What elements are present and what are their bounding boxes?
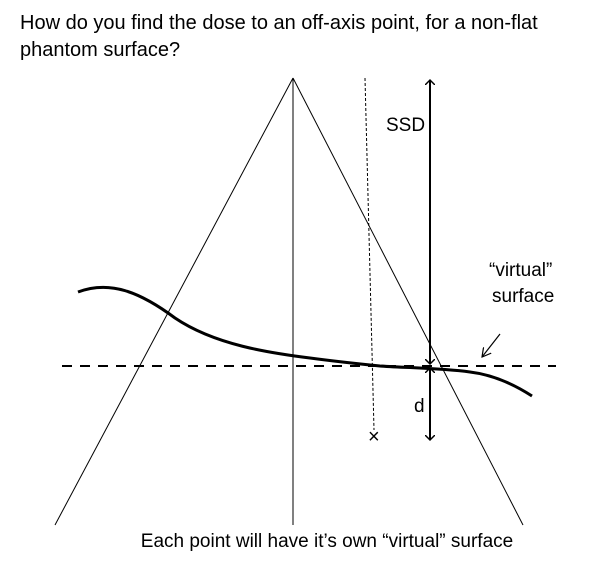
point-marker: × <box>368 426 380 448</box>
virtual-label-line1: “virtual” <box>489 260 552 281</box>
caption-text: Each point will have it’s own “virtual” … <box>140 531 514 552</box>
phantom-surface-curve <box>77 285 533 398</box>
virtual-label-line2: surface <box>492 286 554 307</box>
beam-edge-left <box>54 77 294 526</box>
ssd-label: SSD <box>386 115 425 136</box>
depth-label: d <box>414 396 425 417</box>
question-text: How do you find the dose to an off-axis … <box>20 12 538 61</box>
off-axis-ray <box>364 77 375 431</box>
virtual-surface-pointer <box>482 333 501 357</box>
beam-edge-right <box>292 77 524 526</box>
